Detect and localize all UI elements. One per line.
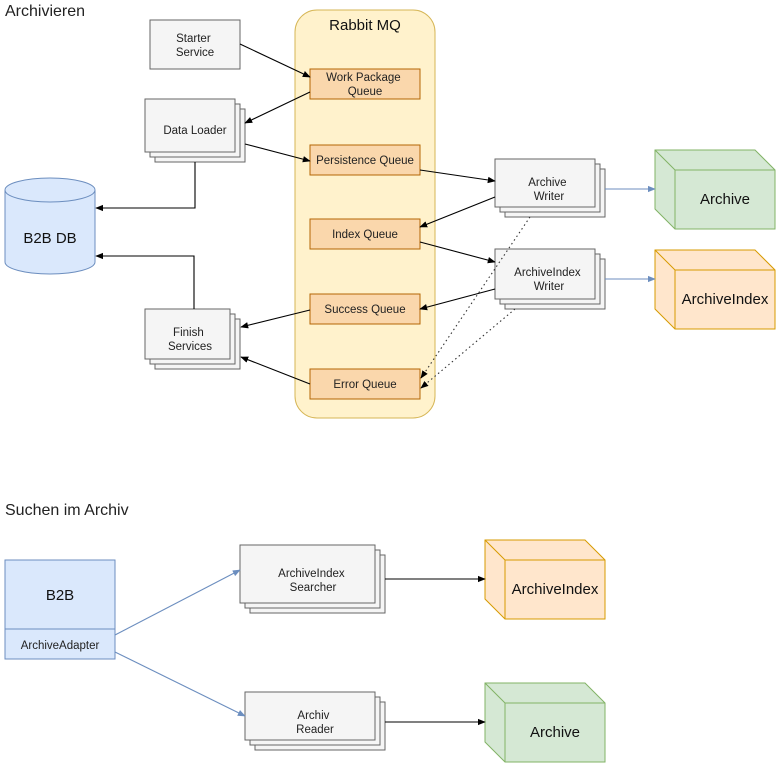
svg-text:Archive Writer: Archive Writer <box>528 177 570 203</box>
svg-text:Finish Services: Finish Services <box>168 327 212 353</box>
rabbit-mq-title: Rabbit MQ <box>329 17 401 34</box>
success-queue-label: Success Queue <box>324 304 405 316</box>
finish-services: Finish Services <box>144 308 241 370</box>
archiv-reader-label-line1: Archiv <box>297 710 329 722</box>
arrow-error-to-finish <box>240 356 311 385</box>
archive-writer-service: Archive Writer <box>494 158 606 218</box>
archive-bottom-label: Archive <box>530 724 580 741</box>
starter-service-label-line2: Service <box>176 47 214 59</box>
b2b-db-label: B2B DB <box>23 230 76 247</box>
arrow-persistence-to-archivewriter <box>419 169 496 184</box>
svg-text:ArchiveIndex Searcher: ArchiveIndex Searcher <box>278 568 348 594</box>
archiveindex-writer-service: ArchiveIndex Writer <box>494 248 606 310</box>
persistence-queue: Persistence Queue <box>309 144 421 176</box>
index-queue-label: Index Queue <box>332 229 398 241</box>
archiveindex-searcher-label-line2: Searcher <box>290 582 337 594</box>
success-queue: Success Queue <box>309 293 421 325</box>
archive-cube-bottom: Archive <box>484 682 606 763</box>
archive-top-label: Archive <box>700 191 750 208</box>
starter-service-label-line1: Starter <box>176 33 211 45</box>
archiveindex-searcher-service: ArchiveIndex Searcher <box>239 544 386 614</box>
data-loader-label: Data Loader <box>163 125 226 137</box>
archive-writer-label-line1: Archive <box>528 177 566 189</box>
archive-writer-label-line2: Writer <box>534 191 565 203</box>
arrow-finish-to-db <box>95 252 195 309</box>
error-queue-label: Error Queue <box>333 379 396 391</box>
arrow-archiveindexwriter-to-success <box>419 288 496 311</box>
b2b-system: B2B ArchiveAdapter <box>4 559 116 660</box>
arrow-success-to-finish <box>240 309 311 329</box>
archiv-reader-label-line2: Reader <box>296 724 334 736</box>
archiv-reader-service: Archiv Reader <box>244 691 386 751</box>
arrow-b2b-to-reader <box>114 651 246 717</box>
work-package-queue-label-line1: Work Package <box>326 72 401 84</box>
arrow-starter-to-workpackage <box>239 43 311 78</box>
svg-text:Work Package Queue: Work Package Queue <box>326 72 404 98</box>
persistence-queue-label: Persistence Queue <box>316 155 414 167</box>
archiveindex-top-label: ArchiveIndex <box>682 291 769 308</box>
archive-cube-top: Archive <box>654 149 776 230</box>
b2b-label: B2B <box>46 587 74 604</box>
archiveindex-cube-top: ArchiveIndex <box>654 249 776 330</box>
error-queue: Error Queue <box>309 368 421 400</box>
arrow-archivewriter-to-index <box>419 196 496 228</box>
svg-text:ArchiveIndex Writer: ArchiveIndex Writer <box>514 267 584 293</box>
arrow-b2b-to-searcher <box>114 569 241 636</box>
archiveindex-cube-bottom: ArchiveIndex <box>484 539 606 620</box>
arrow-index-to-archiveindexwriter <box>419 241 496 264</box>
work-package-queue-label-line2: Queue <box>348 86 383 98</box>
arrow-workpackage-to-dataloader <box>244 91 311 124</box>
archiveindex-bottom-label: ArchiveIndex <box>512 581 599 598</box>
finish-services-label-line2: Services <box>168 341 212 353</box>
b2b-db-cylinder: B2B DB <box>4 177 96 275</box>
section-title-archivieren: Archivieren <box>5 3 85 20</box>
starter-service: Starter Service <box>149 19 241 70</box>
svg-text:Archiv Reader: Archiv Reader <box>296 710 334 736</box>
arrow-dataloader-to-persistence <box>244 143 311 163</box>
section-title-suchen: Suchen im Archiv <box>5 502 129 519</box>
archiveindex-searcher-label-line1: ArchiveIndex <box>278 568 345 580</box>
work-package-queue: Work Package Queue <box>309 68 421 100</box>
svg-text:Starter Service: Starter Service <box>176 33 214 59</box>
finish-services-label-line1: Finish <box>173 327 204 339</box>
archiveindex-writer-label-line1: ArchiveIndex <box>514 267 581 279</box>
index-queue: Index Queue <box>309 218 421 250</box>
archive-adapter-label: ArchiveAdapter <box>21 640 100 652</box>
archiveindex-writer-label-line2: Writer <box>534 281 565 293</box>
arrow-dataloader-to-db <box>95 162 196 212</box>
dotted-arrow-archivewriter-to-error <box>420 216 531 379</box>
data-loader-service: Data Loader <box>144 98 246 163</box>
